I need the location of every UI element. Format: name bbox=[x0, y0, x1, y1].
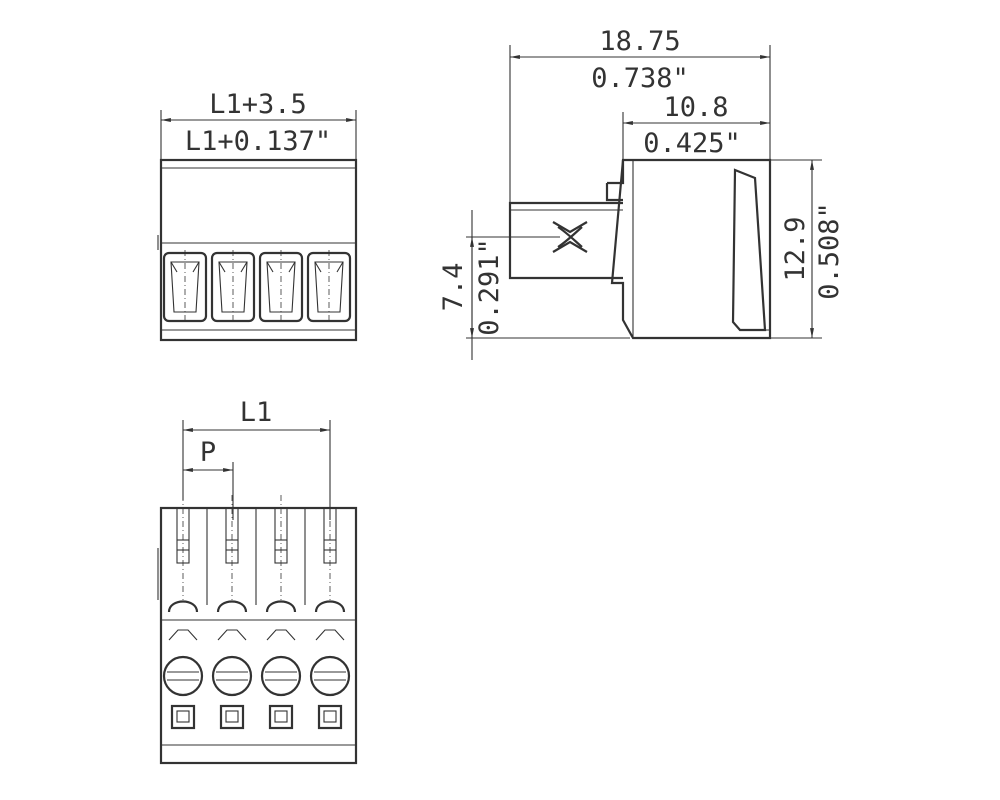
top-poles bbox=[162, 495, 351, 730]
wire-entry-square bbox=[219, 704, 245, 730]
front-view: L1+3.5 L1+0.137" bbox=[157, 89, 358, 342]
side-pin-height-mm-label: 7.4 bbox=[438, 263, 469, 312]
side-body-outline bbox=[610, 158, 772, 340]
front-width-mm-label: L1+3.5 bbox=[209, 89, 307, 120]
pole bbox=[206, 495, 253, 730]
side-height-mm-label: 12.9 bbox=[780, 216, 811, 281]
top-body-outline bbox=[159, 506, 358, 765]
wire-entry-square bbox=[317, 704, 343, 730]
wire-entry-square bbox=[170, 704, 196, 730]
pole bbox=[304, 495, 351, 730]
front-body-outline bbox=[159, 158, 358, 342]
side-view: 18.75 0.738" 10.8 0.425" 12.9 0.508" 7.4… bbox=[438, 26, 845, 360]
top-view: L1 P bbox=[157, 397, 358, 765]
front-wire-entries bbox=[162, 250, 352, 324]
wire-entry bbox=[306, 250, 352, 324]
logo-symbol bbox=[552, 221, 588, 253]
pitch-label: P bbox=[200, 437, 216, 468]
side-length-in-label: 0.738" bbox=[591, 63, 689, 94]
side-latch-outline bbox=[731, 168, 767, 332]
span-label: L1 bbox=[240, 397, 273, 428]
screw-head bbox=[162, 655, 204, 697]
pole bbox=[162, 495, 204, 730]
wire-entry bbox=[258, 250, 304, 324]
side-pin-height-in-label: 0.291" bbox=[474, 238, 505, 336]
screw-head bbox=[309, 655, 351, 697]
screw-head bbox=[260, 655, 302, 697]
side-length-mm-label: 18.75 bbox=[599, 26, 680, 57]
front-width-in-label: L1+0.137" bbox=[185, 126, 331, 157]
side-body-length-mm-label: 10.8 bbox=[663, 92, 728, 123]
wire-entry bbox=[162, 250, 208, 324]
wire-entry-square bbox=[268, 704, 294, 730]
pole bbox=[255, 495, 302, 730]
side-body-length-in-label: 0.425" bbox=[643, 128, 741, 159]
wire-entry bbox=[210, 250, 256, 324]
side-plug-outline bbox=[508, 201, 623, 280]
side-height-in-label: 0.508" bbox=[814, 202, 845, 300]
screw-head bbox=[211, 655, 253, 697]
